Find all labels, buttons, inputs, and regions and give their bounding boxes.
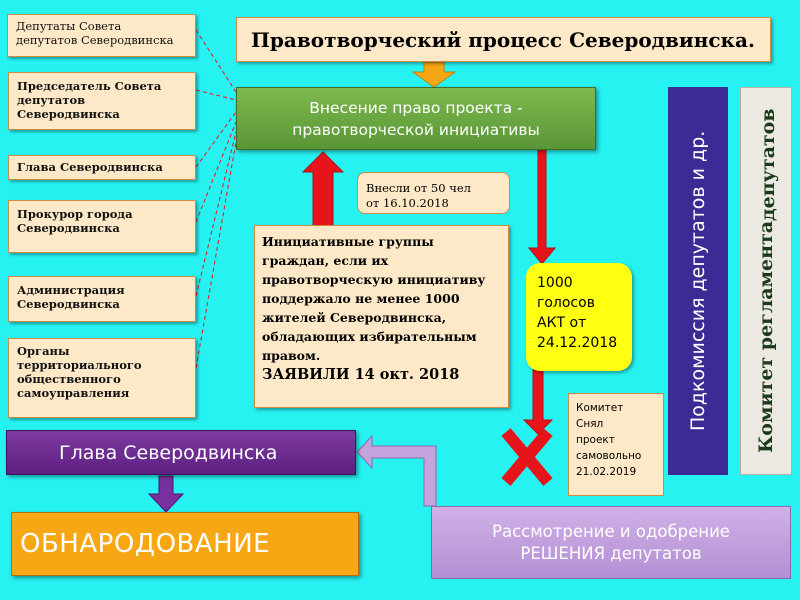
arrow-review-to-head [356, 434, 437, 507]
reglament-label-2: депутатов [757, 108, 779, 222]
source-tos: Органы территориального общественного са… [8, 338, 196, 418]
committee-note: Комитет Снял проект самовольно 21.02.201… [568, 393, 664, 496]
subcommission-bar: Подкомиссия депутатов и др. [668, 87, 728, 475]
source-prosecutor: Прокурор города Северодвинска [8, 200, 196, 253]
subcommission-label: Подкомиссия депутатов и др. [687, 130, 709, 432]
groups-emphasis: ЗАЯВИЛИ 14 окт. 2018 [262, 366, 460, 383]
arrow-groups-up [301, 151, 345, 229]
arrow-head-to-publish [147, 475, 185, 513]
votes-note: 1000 голосов АКТ от 24.12.2018 [526, 263, 632, 371]
reglament-label: Комитет регламента [755, 221, 777, 454]
source-head: Глава Северодвинска [8, 155, 196, 180]
arrow-title-down [411, 61, 457, 88]
connector-prosecutor [195, 121, 237, 223]
connector-tos [195, 141, 237, 369]
arrow-initiative-down [527, 149, 557, 265]
connector-deputies [195, 29, 237, 93]
arrow-votes-down [522, 369, 554, 435]
initiative-box: Внесение право проекта - правотворческой… [236, 87, 596, 150]
initiative-groups-box: Инициативные группы граждан, если их пра… [254, 225, 509, 408]
review-box: Рассмотрение и одобрение РЕШЕНИЯ депутат… [431, 506, 791, 579]
groups-text: Инициативные группы граждан, если их пра… [262, 234, 486, 363]
publish-box: ОБНАРОДОВАНИЕ [11, 512, 359, 576]
connector-head [195, 111, 237, 168]
page-title: Правотворческий процесс Северодвинска. [236, 17, 771, 62]
connector-chairman [195, 89, 237, 101]
note-50-people: Внесли от 50 чел от 16.10.2018 [357, 172, 510, 214]
source-deputies: Депутаты Совета депутатов Северодвинска [7, 14, 196, 57]
head-box: Глава Северодвинска [6, 430, 356, 475]
source-chairman: Председатель Совета депутатов Северодвин… [8, 72, 196, 130]
source-administration: Администрация Северодвинска [8, 276, 196, 322]
connector-administration [195, 131, 237, 297]
reglament-bar: Комитет регламента депутатов [740, 87, 792, 475]
cancel-cross-icon [501, 428, 553, 486]
